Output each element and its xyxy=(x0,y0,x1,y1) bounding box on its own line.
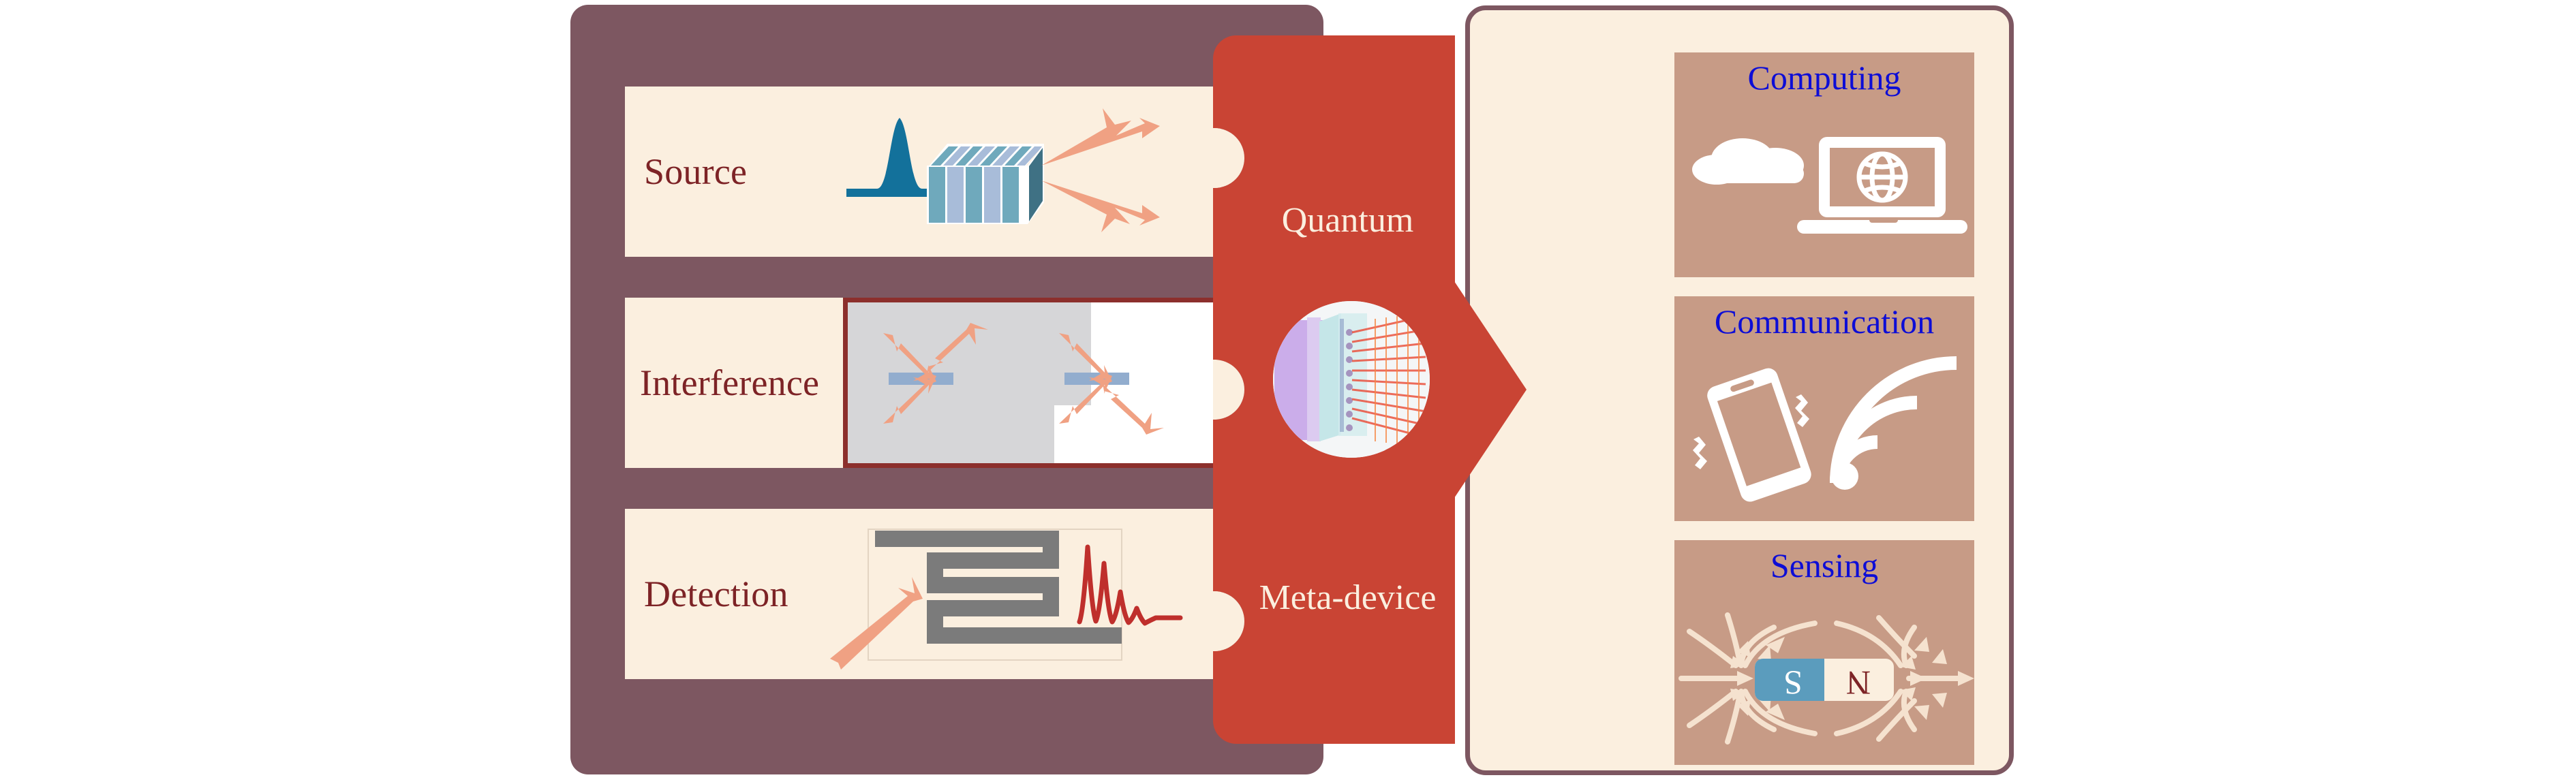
magnet-south-label: S xyxy=(1783,664,1803,702)
smartphone-icon xyxy=(1707,368,1811,502)
application-card-computing[interactable]: Computing xyxy=(1674,52,1974,277)
puzzle-title-bottom: Meta-device xyxy=(1259,578,1437,617)
wifi-dot-icon xyxy=(1831,462,1858,490)
metalens-array-thumbnail xyxy=(1273,301,1430,458)
cloud-icon xyxy=(1692,138,1804,185)
application-title: Sensing xyxy=(1770,546,1879,584)
spdc-crystal-photon-pair-icon xyxy=(840,87,1221,257)
application-card-communication[interactable]: Communication xyxy=(1674,296,1974,521)
application-title: Computing xyxy=(1747,59,1901,97)
wifi-signal-icon xyxy=(1830,356,1957,484)
process-row-interference[interactable]: Interference xyxy=(625,298,1221,468)
magnet-north-label: N xyxy=(1846,664,1871,702)
application-card-sensing[interactable]: Sensing xyxy=(1674,540,1974,765)
puzzle-title-top: Quantum xyxy=(1281,201,1414,240)
bar-magnet-icon: S N xyxy=(1755,659,1894,702)
application-title: Communication xyxy=(1714,302,1935,341)
applications-panel: Computing xyxy=(1465,5,2014,775)
vibration-marks-icon xyxy=(1693,394,1809,469)
cloud-laptop-globe-icon xyxy=(1674,112,1974,272)
process-row-source[interactable]: Source xyxy=(625,87,1221,257)
bar-magnet-field-icon: S N xyxy=(1674,600,1974,759)
process-row-detection[interactable]: Detection xyxy=(625,509,1221,679)
process-row-label: Source xyxy=(644,151,748,192)
field-arrowheads-icon xyxy=(1730,637,1974,720)
quantum-meta-device-puzzle-piece[interactable]: Quantum xyxy=(1213,35,1527,744)
process-row-label: Detection xyxy=(644,574,788,614)
snspd-meander-detector-icon xyxy=(799,509,1221,679)
smartphone-wifi-icon xyxy=(1674,356,1974,516)
hong-ou-mandel-beamsplitter-pair-icon xyxy=(843,298,1221,468)
process-chain-panel: Source xyxy=(570,5,1323,774)
laptop-globe-icon xyxy=(1797,137,1967,234)
process-row-label: Interference xyxy=(640,362,820,403)
magnetic-field-lines-icon xyxy=(1678,612,1970,744)
puzzle-notch-circles xyxy=(1213,128,1244,651)
